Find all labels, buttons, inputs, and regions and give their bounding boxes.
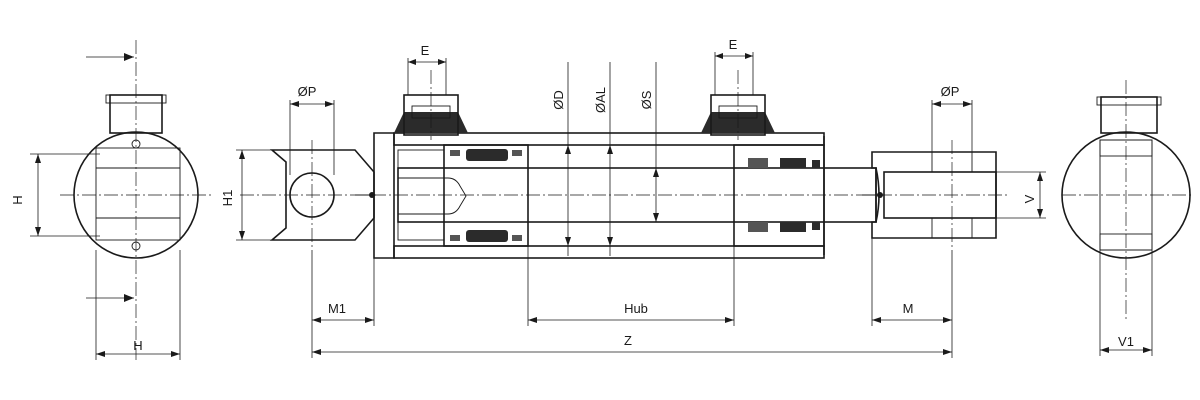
rod-threaded-end bbox=[397, 177, 467, 215]
piston-seal-top bbox=[466, 149, 508, 161]
dim-label-p-left: ØP bbox=[298, 84, 317, 99]
dim-label-m1: M1 bbox=[328, 301, 346, 316]
cylinder-section bbox=[240, 70, 1010, 259]
right-end-port-boss bbox=[1100, 96, 1158, 134]
right-end-view bbox=[1061, 80, 1192, 356]
dim-label-m: M bbox=[903, 301, 914, 316]
port-rear bbox=[394, 70, 468, 140]
rod-seal-top bbox=[780, 158, 806, 168]
dim-label-z: Z bbox=[624, 333, 632, 348]
dim-label-p-right: ØP bbox=[941, 84, 960, 99]
dim-label-h-bottom: H bbox=[133, 338, 142, 353]
front-gland bbox=[733, 144, 825, 247]
dim-label-h-left: H bbox=[10, 195, 25, 204]
dim-label-hub: Hub bbox=[624, 301, 648, 316]
piston bbox=[443, 144, 529, 247]
dim-label-d: ØD bbox=[551, 90, 566, 110]
dim-label-v1: V1 bbox=[1118, 334, 1134, 349]
dim-label-h1: H1 bbox=[220, 190, 235, 207]
tube-bore bbox=[393, 144, 735, 247]
dim-label-al: ØAL bbox=[593, 87, 608, 113]
rod-seal-bottom bbox=[780, 222, 806, 232]
dim-label-e-right: E bbox=[729, 37, 738, 52]
main-dimensions bbox=[236, 52, 1046, 358]
rear-clevis-eye bbox=[269, 149, 375, 241]
piston-seal-bottom bbox=[466, 230, 508, 242]
dim-label-s: ØS bbox=[639, 90, 654, 109]
tube-wall-bottom bbox=[393, 245, 825, 259]
rear-head-cap bbox=[373, 132, 395, 259]
dim-label-v: V bbox=[1022, 194, 1037, 203]
dim-label-e-left: E bbox=[421, 43, 430, 58]
left-end-view bbox=[30, 40, 212, 360]
left-end-flat-face bbox=[95, 147, 181, 241]
port-front bbox=[701, 70, 775, 140]
